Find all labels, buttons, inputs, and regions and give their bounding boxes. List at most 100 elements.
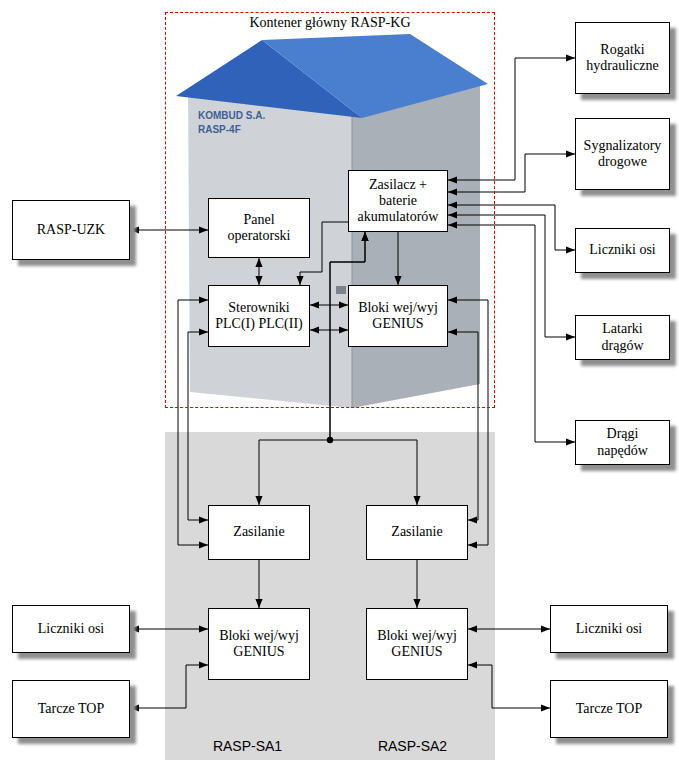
external-box: Tarcze TOP [12, 680, 130, 738]
external-box: Sygnalizatory drogowe [575, 118, 670, 190]
arrow-head [468, 541, 477, 548]
station-region: RASP-SA2ZasilanieBloki wej/wyj GENIUS [330, 432, 495, 760]
container-vent [336, 286, 346, 294]
connector [448, 150, 575, 195]
box-label: Liczniki osi [576, 621, 643, 637]
connector-line [448, 225, 575, 442]
box-label: Rogatki hydrauliczne [580, 42, 665, 74]
connector [448, 211, 575, 340]
arrow-head [448, 188, 457, 195]
arrow-head [199, 661, 208, 668]
connector-line [130, 665, 208, 708]
box-label: Zasilacz + baterie akumulatorów [353, 177, 443, 225]
connector [130, 661, 208, 711]
arrow-head [296, 276, 303, 285]
unit-box: Zasilacz + baterie akumulatorów [348, 170, 448, 232]
arrow-head [448, 211, 457, 218]
connector-line [178, 300, 208, 545]
box-label: Zasilanie [233, 524, 284, 540]
photo-text: RASP-4F [198, 124, 241, 135]
connector-line [130, 629, 208, 630]
arrow-head [448, 296, 457, 303]
connector [448, 54, 575, 183]
box-label: RASP-UZK [37, 222, 105, 238]
region-fill [165, 432, 330, 760]
external-box: Latarki drągów [575, 315, 670, 360]
connector [178, 296, 208, 548]
station-region: RASP-SA1 ZasilanieBloki wej/wyj GENIUS [165, 432, 330, 760]
arrow-head [413, 496, 420, 505]
box-label: Latarki drągów [580, 321, 665, 353]
external-box: Rogatki hydrauliczne [575, 22, 670, 94]
arrow-head [199, 226, 208, 233]
connector-line [188, 332, 208, 520]
arrow-head [339, 326, 348, 333]
arrow-head [413, 599, 420, 608]
box-label: Sterowniki PLC(I) PLC(II) [213, 300, 305, 332]
container-front [188, 94, 352, 408]
arrow-head [199, 296, 208, 303]
arrow-head [310, 301, 319, 308]
arrow-head [566, 438, 575, 445]
box-label: Zasilanie [391, 524, 442, 540]
connector-line [330, 232, 417, 505]
box-label: Tarcze TOP [38, 701, 105, 717]
box-label: Sygnalizatory drogowe [580, 138, 665, 170]
connector [310, 301, 348, 308]
arrow-head [361, 232, 368, 241]
box-label: Panel operatorski [213, 212, 305, 244]
connector-line [130, 230, 208, 231]
connector-line [259, 232, 365, 505]
unit-box: Zasilanie [366, 505, 468, 560]
connector [310, 326, 348, 333]
arrow-head [310, 326, 319, 333]
connector [255, 560, 262, 608]
arrow-head [255, 599, 262, 608]
connector-line [448, 332, 478, 520]
connector-line [468, 629, 550, 630]
container-outline: Kontener główny RASP-KGPanel operatorski… [165, 12, 495, 408]
box-label: Drągi napędów [580, 426, 665, 458]
external-box: Liczniki osi [12, 605, 130, 653]
connector [130, 226, 208, 233]
container-side [352, 84, 480, 408]
connector [448, 328, 478, 523]
arrow-head [361, 232, 368, 241]
connector-line [448, 205, 575, 250]
arrow-head [468, 625, 477, 632]
connector [188, 328, 208, 523]
container-roof [262, 34, 488, 118]
box-label: Bloki wej/wyj GENIUS [213, 628, 305, 660]
arrow-head [448, 201, 457, 208]
box-label: Bloki wej/wyj GENIUS [353, 300, 443, 332]
arrow-head [255, 496, 262, 505]
arrow-head [255, 258, 262, 267]
arrow-head [199, 516, 208, 523]
arrow-head [468, 661, 477, 668]
connector [468, 625, 550, 632]
arrow-head [566, 246, 575, 253]
box-label: Bloki wej/wyj GENIUS [371, 628, 463, 660]
connector-line [448, 215, 575, 337]
connector [448, 221, 575, 445]
arrow-head [566, 333, 575, 340]
connector [468, 661, 550, 711]
arrow-head [448, 221, 457, 228]
unit-box: Panel operatorski [208, 198, 310, 258]
unit-box: Bloki wej/wyj GENIUS [208, 608, 310, 680]
arrow-head [339, 301, 348, 308]
connector [413, 560, 420, 608]
external-box: RASP-UZK [12, 200, 130, 260]
unit-box: Zasilanie [208, 505, 310, 560]
arrow-head [448, 176, 457, 183]
connector-line [448, 154, 575, 192]
arrow-head [130, 226, 139, 233]
region-fill [330, 432, 495, 760]
connector-line [448, 58, 575, 180]
arrow-head [541, 625, 550, 632]
external-box: Drągi napędów [575, 420, 670, 465]
connector [130, 625, 208, 632]
arrow-head [130, 704, 139, 711]
connector [394, 232, 401, 285]
region-label: RASP-SA1 [165, 738, 330, 754]
